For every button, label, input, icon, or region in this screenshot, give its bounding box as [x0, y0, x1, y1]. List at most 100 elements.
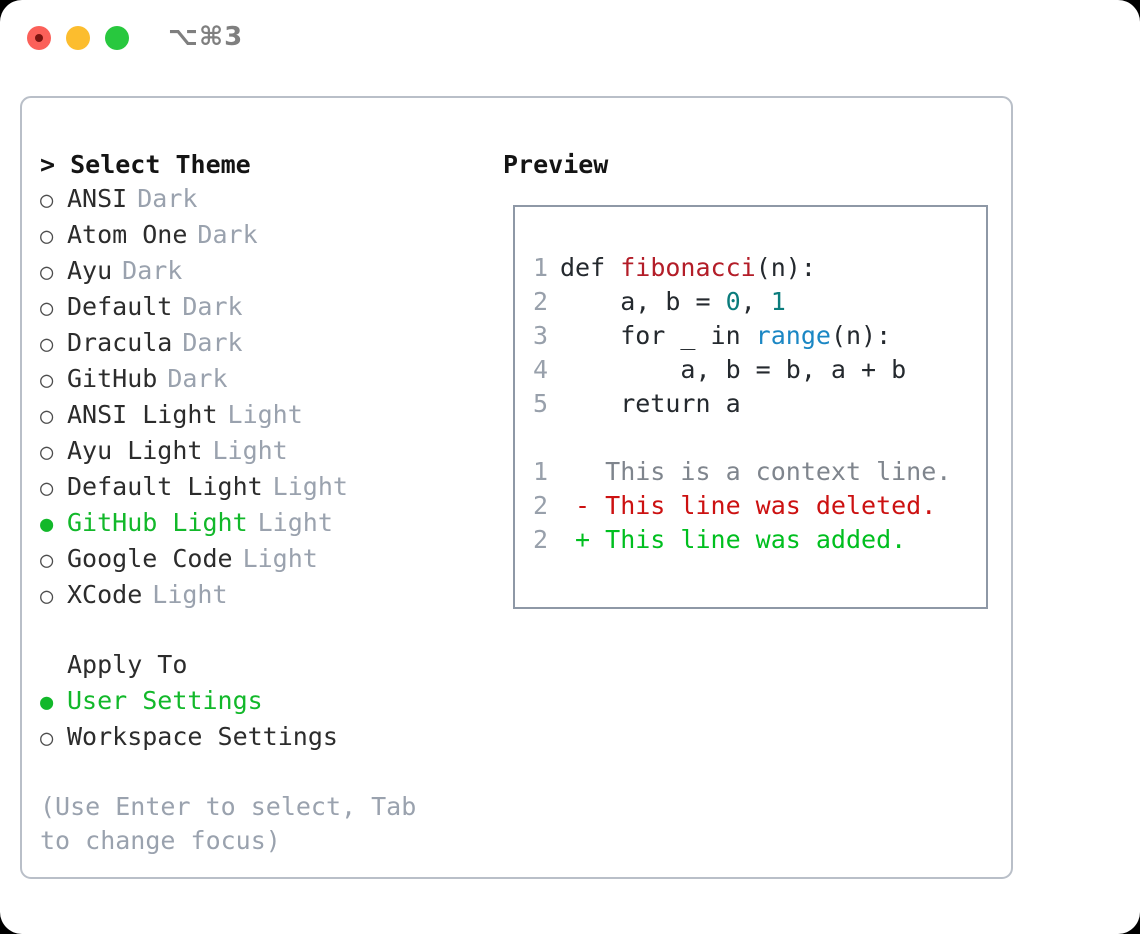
radio-unselected-icon[interactable]: ○: [40, 476, 54, 501]
radio-unselected-icon[interactable]: ○: [40, 296, 54, 321]
minimize-button[interactable]: [66, 26, 90, 50]
diff-line: 1 This is a context line.: [526, 455, 951, 489]
radio-selected-icon[interactable]: ●: [40, 690, 54, 715]
radio-unselected-icon[interactable]: ○: [40, 440, 54, 465]
line-number: 4: [532, 355, 548, 384]
theme-option-label: Google Code: [67, 544, 233, 573]
theme-option-variant: Light: [212, 436, 288, 465]
code-line: 3 for _ in range(n):: [526, 319, 951, 353]
theme-option-xcode[interactable]: ○ XCode Light: [40, 578, 490, 614]
theme-option-label: Dracula: [67, 328, 173, 357]
radio-unselected-icon[interactable]: ○: [40, 726, 54, 751]
code-token-ctx: This is a context line.: [560, 457, 952, 486]
theme-option-variant: Dark: [182, 292, 243, 321]
theme-option-atom-one[interactable]: ○ Atom One Dark: [40, 218, 490, 254]
theme-option-github-light[interactable]: ● GitHub Light Light: [40, 506, 490, 542]
theme-option-label: ANSI Light: [67, 400, 218, 429]
code-token-kw: def: [560, 253, 621, 282]
code-line: 1 def fibonacci(n):: [526, 251, 951, 285]
apply-to-option-label: User Settings: [67, 686, 263, 715]
line-number: 2: [532, 491, 548, 520]
code-line: 4 a, b = b, a + b: [526, 353, 951, 387]
preview-heading: Preview: [503, 150, 609, 179]
radio-unselected-icon[interactable]: ○: [40, 260, 54, 285]
theme-option-variant: Dark: [137, 184, 198, 213]
theme-option-variant: Light: [152, 580, 228, 609]
code-token-plain: return a: [560, 389, 741, 418]
code-line: 2 a, b = 0, 1: [526, 285, 951, 319]
theme-option-variant: Dark: [167, 364, 228, 393]
theme-option-ansi-light[interactable]: ○ ANSI Light Light: [40, 398, 490, 434]
hint-spacer: [40, 756, 490, 790]
code-token-plain: (n):: [755, 253, 816, 282]
radio-unselected-icon[interactable]: ○: [40, 368, 54, 393]
theme-option-variant: Light: [257, 508, 333, 537]
line-number: 3: [532, 321, 548, 350]
theme-option-dracula[interactable]: ○ Dracula Dark: [40, 326, 490, 362]
line-number: 1: [532, 253, 548, 282]
keyboard-hint-text: (Use Enter to select, Tab to change focu…: [40, 792, 432, 855]
radio-unselected-icon[interactable]: ○: [40, 584, 54, 609]
line-number: 2: [532, 287, 548, 316]
apply-to-option-label: Workspace Settings: [67, 722, 338, 751]
code-token-plain: (n):: [830, 321, 892, 350]
apply-to-list: ● User Settings ○ Workspace Settings: [40, 684, 490, 756]
radio-unselected-icon[interactable]: ○: [40, 224, 54, 249]
diff-line: 2 - This line was deleted.: [526, 489, 951, 523]
code-token-plain: for _ in: [560, 321, 756, 350]
close-button[interactable]: [27, 26, 51, 50]
radio-unselected-icon[interactable]: ○: [40, 548, 54, 573]
theme-option-default[interactable]: ○ Default Dark: [40, 290, 490, 326]
theme-option-label: XCode: [67, 580, 143, 609]
section-spacer: [40, 614, 490, 648]
keyboard-shortcut-label: ⌥⌘3: [168, 22, 244, 52]
code-token-plain: a, b =: [560, 287, 726, 316]
line-number: 2: [532, 525, 548, 554]
theme-option-google-code[interactable]: ○ Google Code Light: [40, 542, 490, 578]
radio-unselected-icon[interactable]: ○: [40, 404, 54, 429]
apply-to-option-workspace-settings[interactable]: ○ Workspace Settings: [40, 720, 490, 756]
apply-to-heading-label: Apply To: [67, 650, 188, 679]
radio-selected-icon[interactable]: ●: [40, 512, 54, 537]
theme-option-label: Ayu: [67, 256, 113, 285]
theme-option-label: Default Light: [67, 472, 263, 501]
maximize-button[interactable]: [105, 26, 129, 50]
theme-option-default-light[interactable]: ○ Default Light Light: [40, 470, 490, 506]
theme-option-variant: Light: [272, 472, 348, 501]
code-token-builtin: range: [755, 321, 831, 350]
theme-option-label: Ayu Light: [67, 436, 203, 465]
code-token-plain: ,: [740, 287, 771, 316]
theme-option-variant: Dark: [182, 328, 243, 357]
line-number: 5: [532, 389, 548, 418]
diff-line: 2 + This line was added.: [526, 523, 951, 557]
theme-option-ansi[interactable]: ○ ANSI Dark: [40, 182, 490, 218]
theme-option-label: ANSI: [67, 184, 128, 213]
theme-option-variant: Light: [227, 400, 303, 429]
code-token-add: + This line was added.: [560, 525, 907, 554]
code-token-del: - This line was deleted.: [560, 491, 937, 520]
select-theme-heading: > Select Theme: [40, 150, 251, 179]
code-line: 5 return a: [526, 387, 951, 421]
theme-option-label: Atom One: [67, 220, 188, 249]
theme-option-variant: Light: [242, 544, 318, 573]
theme-option-variant: Dark: [197, 220, 258, 249]
radio-unselected-icon[interactable]: ○: [40, 188, 54, 213]
apply-to-heading: Apply To: [40, 648, 490, 684]
theme-option-label: GitHub Light: [67, 508, 248, 537]
apply-to-heading-indent: [40, 650, 67, 684]
title-bar: ⌥⌘3: [0, 0, 1140, 78]
radio-unselected-icon[interactable]: ○: [40, 332, 54, 357]
line-number: 1: [532, 457, 548, 486]
code-token-fn: fibonacci: [620, 253, 756, 282]
apply-to-option-user-settings[interactable]: ● User Settings: [40, 684, 490, 720]
theme-option-ayu-light[interactable]: ○ Ayu Light Light: [40, 434, 490, 470]
theme-option-label: Default: [67, 292, 173, 321]
